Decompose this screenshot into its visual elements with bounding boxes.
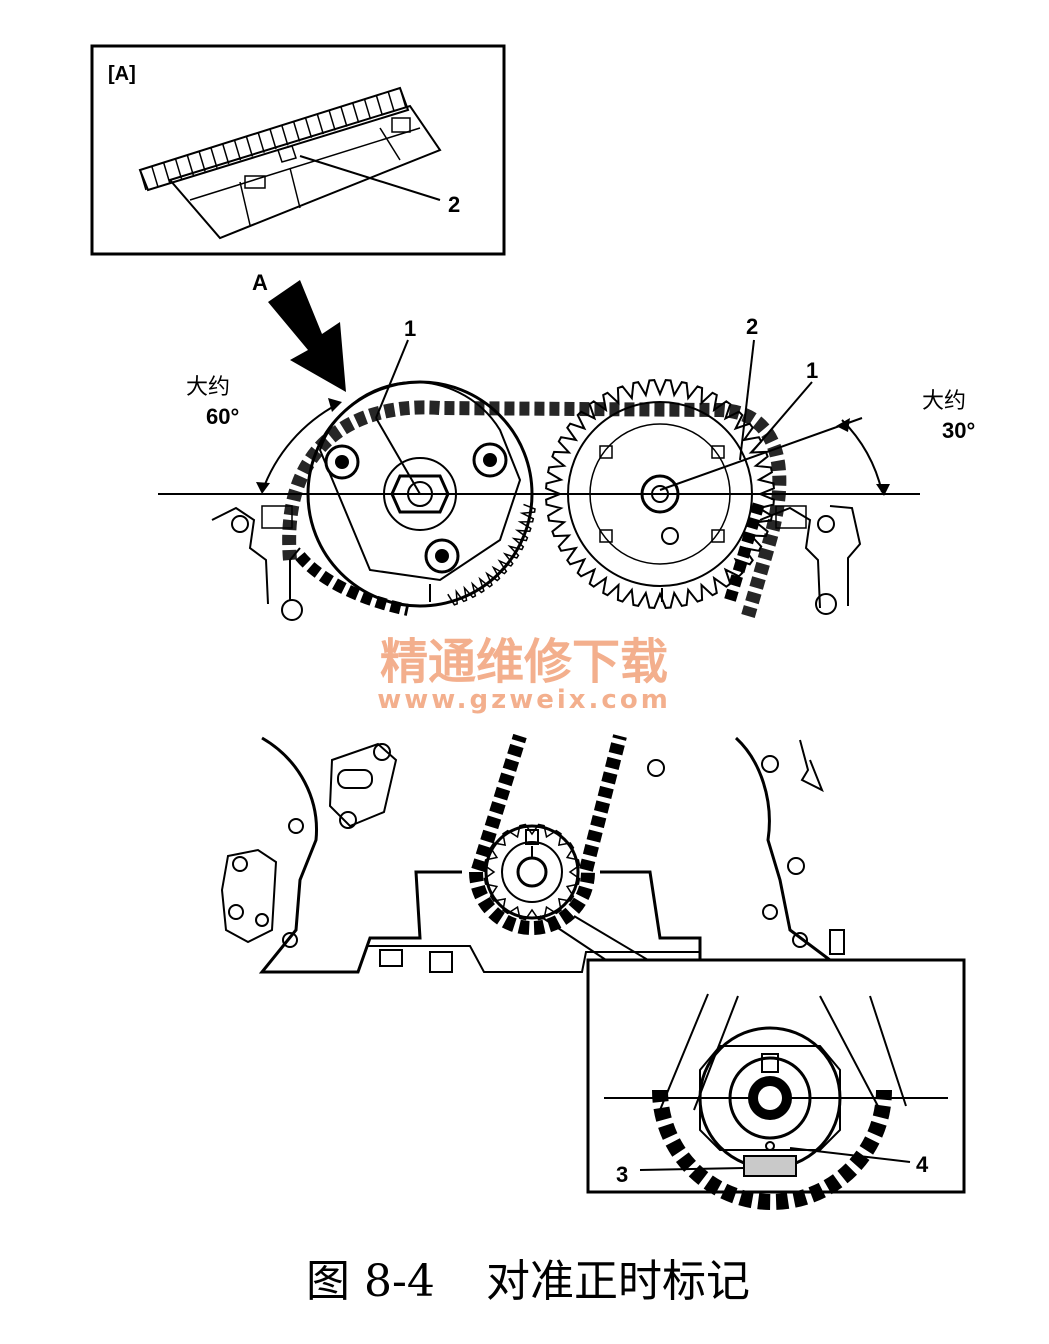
crank-callout-4: 4 — [916, 1152, 929, 1177]
right-sprocket-callout-1: 1 — [806, 358, 818, 383]
right-angle-value: 30° — [942, 418, 975, 443]
right-callout-leader-1 — [751, 381, 813, 453]
timing-chain-lower-right — [724, 498, 766, 602]
right-camshaft-sprocket — [545, 379, 775, 609]
cylinder-head-outline — [211, 505, 862, 621]
timing-chain-lower-left — [295, 552, 410, 616]
left-callout-leader-1 — [375, 339, 409, 419]
right-sprocket-callout-2: 2 — [746, 314, 758, 339]
left-sprocket-callout: 1 — [404, 316, 416, 341]
watermark-title: 精通维修下载 — [380, 634, 668, 690]
right-angle-text: 大约 — [922, 389, 966, 414]
crank-detail-inset: 3 4 — [586, 958, 966, 1210]
inset-a-tag: [A] — [108, 63, 136, 85]
watermark: 精通维修下载 www.gzweix.com — [377, 634, 671, 715]
crankshaft-view — [220, 733, 845, 974]
main-timing-view: A 大约 60° 大约 30° — [158, 270, 975, 621]
inset-a-panel: [A] 2 — [90, 44, 506, 256]
inset-a-leader — [299, 155, 441, 201]
figure-number: 图 8-4 — [306, 1256, 435, 1307]
timing-chain-upper — [282, 400, 787, 618]
camshaft-gear-strip — [138, 86, 442, 240]
figure-title: 对准正时标记 — [486, 1256, 750, 1307]
left-angle-arc — [261, 403, 339, 493]
left-angle-value: 60° — [206, 404, 239, 429]
crank-callout-3: 3 — [616, 1162, 628, 1187]
watermark-url: www.gzweix.com — [377, 685, 671, 715]
left-timing-line — [375, 417, 421, 495]
right-timing-line — [659, 417, 863, 491]
view-arrow-label: A — [252, 270, 268, 295]
inset-a-callout: 2 — [448, 192, 460, 217]
right-callout-leader-2 — [739, 339, 755, 461]
figure-caption: 图 8-4 对准正时标记 — [306, 1256, 750, 1307]
left-angle-text: 大约 — [186, 375, 230, 400]
left-camshaft-sprocket — [306, 380, 536, 608]
view-direction-arrow-icon — [268, 280, 346, 392]
